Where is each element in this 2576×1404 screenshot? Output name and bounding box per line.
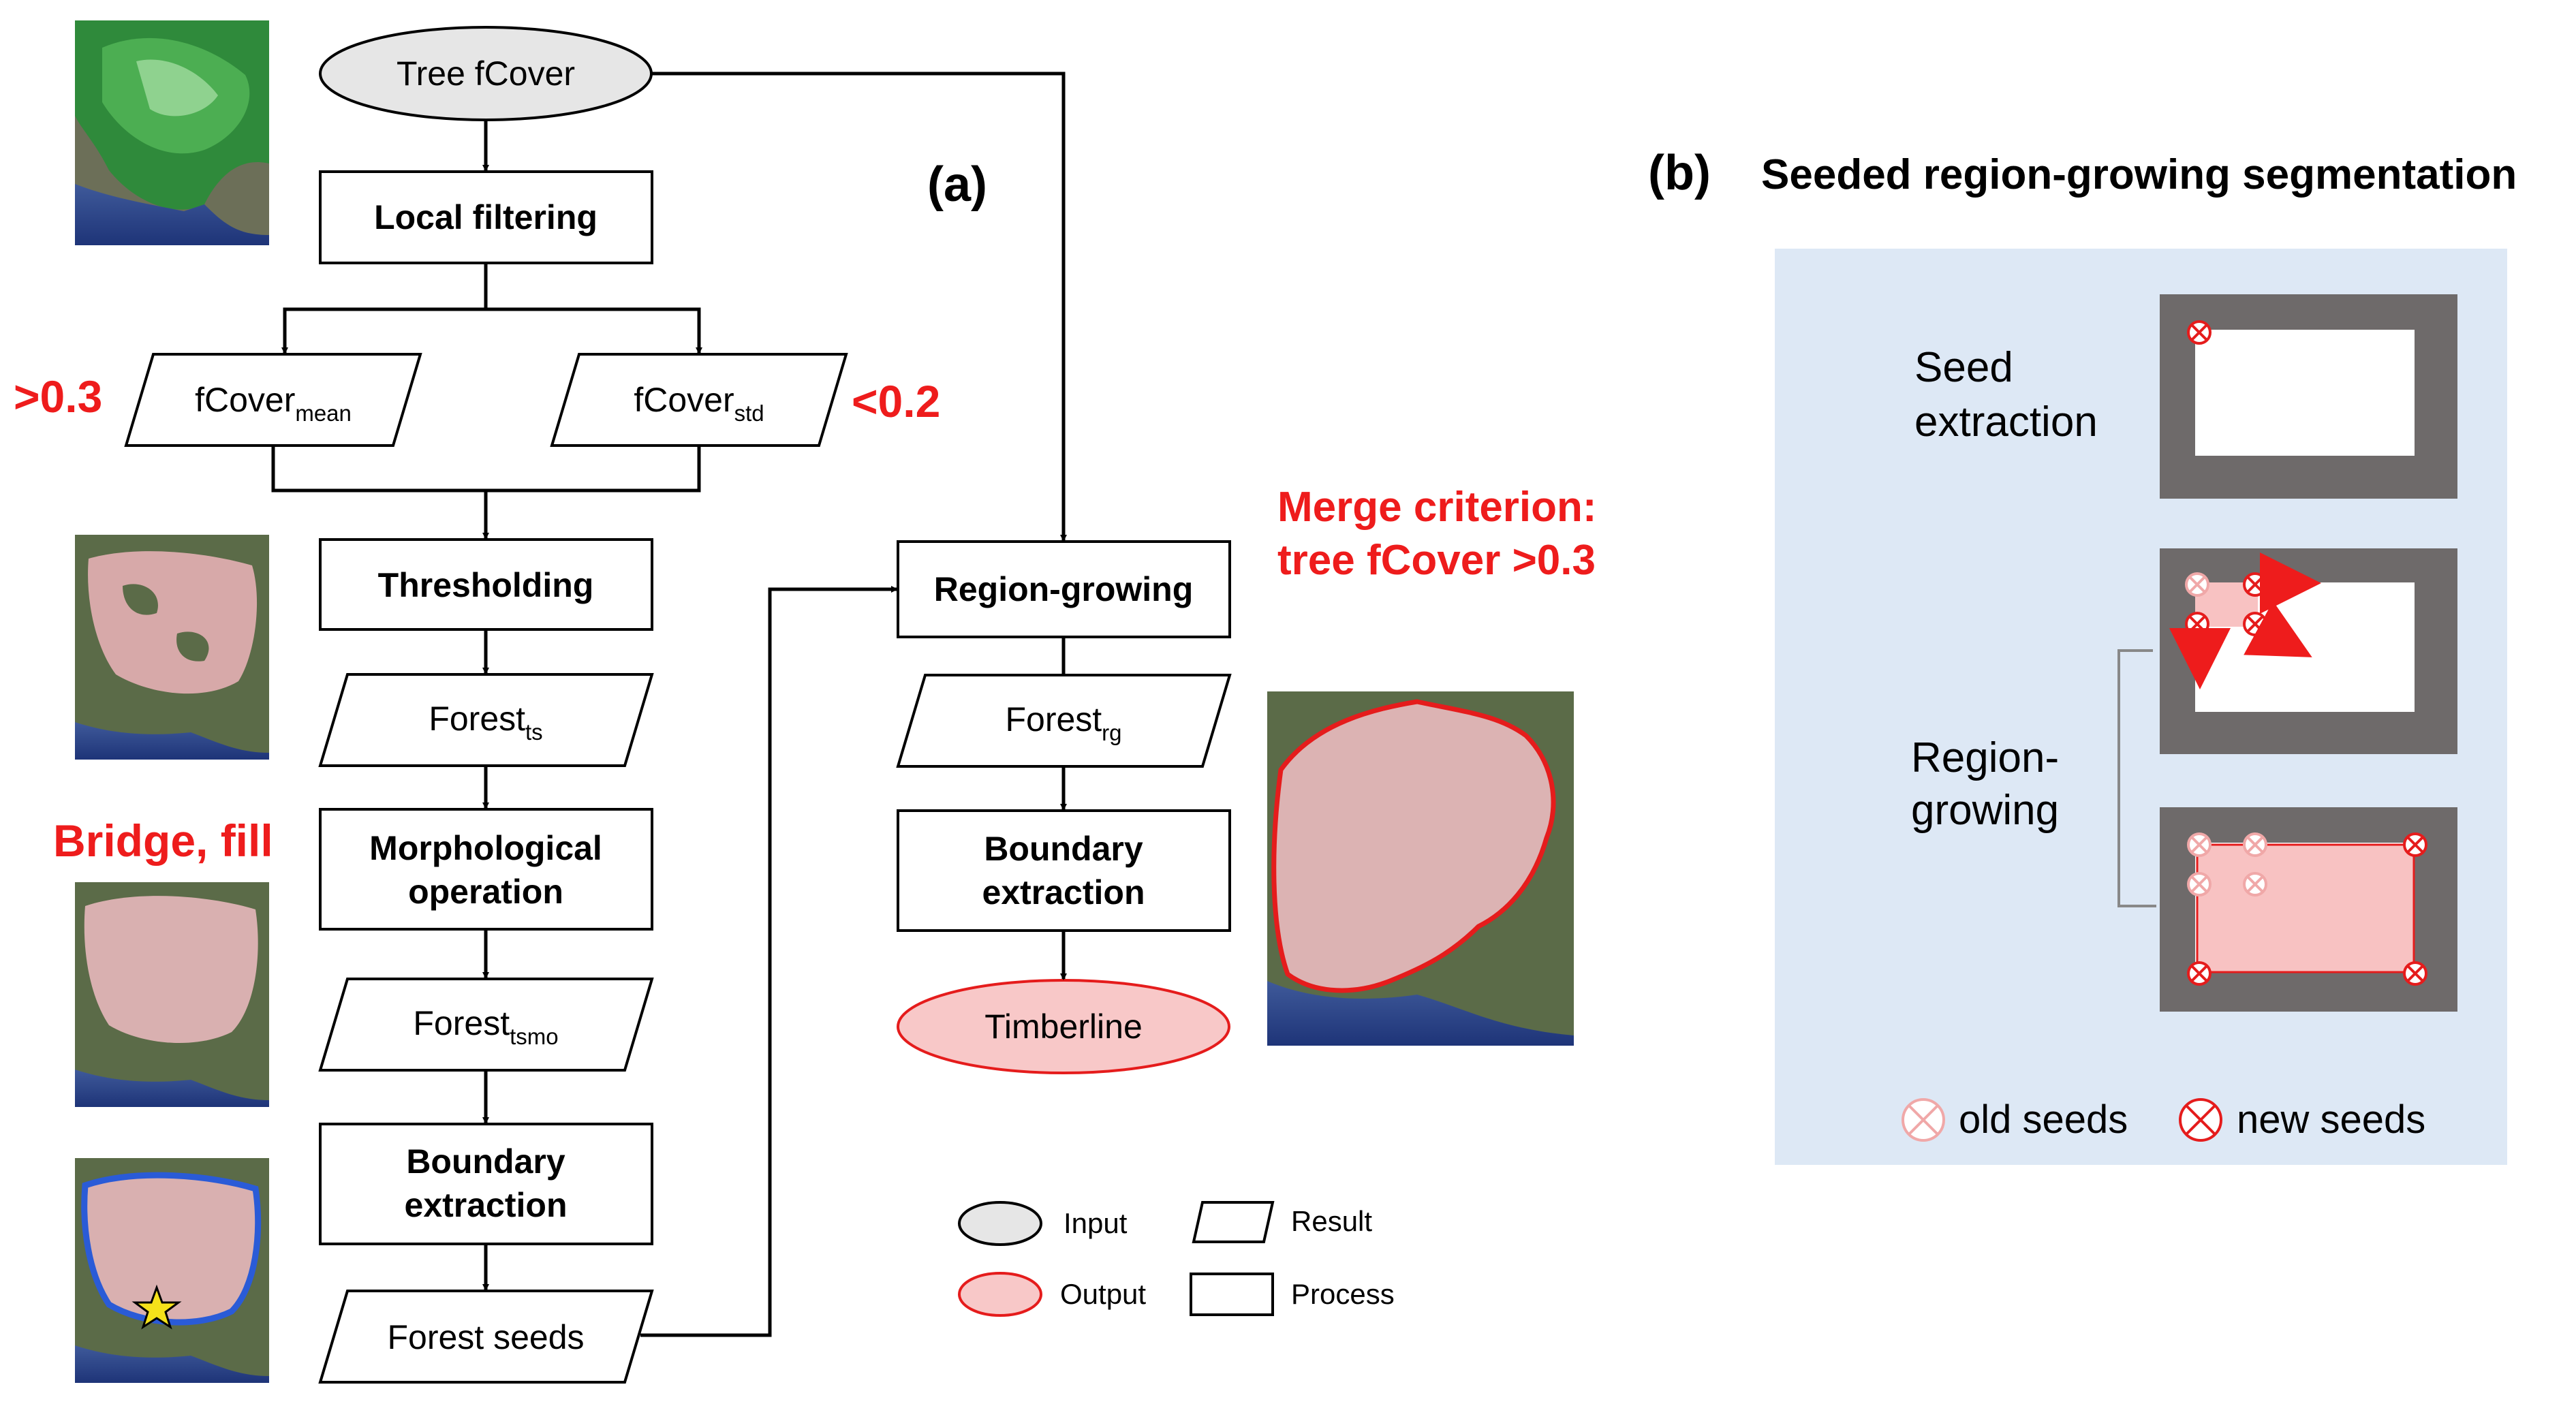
frame-region-growing-step (2160, 548, 2457, 754)
thumbnail-timberline (1267, 691, 1574, 1046)
new-seed-icon (2403, 832, 2427, 857)
node-forest-seeds-label: Forest seeds (387, 1318, 584, 1356)
node-morphological: Morphological operation (319, 808, 653, 931)
node-tree-fcover: Tree fCover (319, 26, 653, 121)
node-boundary-extraction-2: Boundary extraction (897, 809, 1231, 932)
node-boundary-extraction-2-label-2: extraction (982, 873, 1145, 911)
new-seed-icon (2243, 612, 2267, 636)
new-seed-icon (2187, 961, 2212, 986)
seed-extraction-label-1: Seed (1914, 344, 2013, 391)
node-fcover-std-label: fCoverstd (634, 381, 764, 426)
new-seed-icon (2185, 612, 2209, 636)
panel-b-label: (b) (1648, 146, 1711, 200)
new-seed-icon (2187, 320, 2212, 345)
merge-criterion-1: Merge criterion: (1277, 484, 1597, 531)
old-seed-icon (2243, 832, 2267, 857)
thumbnail-morphological (75, 882, 269, 1107)
node-boundary-extraction-1-label-1: Boundary (406, 1142, 565, 1181)
legend-input-swatch (958, 1201, 1042, 1246)
thumbnail-forest-seeds (75, 1158, 269, 1383)
node-fcover-mean-label: fCovermean (195, 381, 352, 426)
legend-input-label: Input (1064, 1207, 1128, 1239)
node-boundary-extraction-1: Boundary extraction (319, 1123, 653, 1245)
node-local-filtering-label: Local filtering (374, 198, 598, 236)
star-icon (131, 1284, 182, 1330)
new-seed-legend-icon (2179, 1098, 2222, 1142)
new-seed-icon (2403, 961, 2427, 986)
morph-note: Bridge, fill (53, 815, 273, 866)
merge-criterion-2: tree fCover >0.3 (1277, 537, 1596, 584)
node-thresholding-label: Thresholding (378, 566, 594, 604)
old-seed-icon (2187, 872, 2212, 896)
node-region-growing-label: Region-growing (934, 570, 1194, 608)
node-region-growing: Region-growing (897, 540, 1231, 638)
node-morphological-label-2: operation (408, 873, 563, 911)
thumbnail-tree-fcover (75, 20, 269, 245)
old-seed-legend-icon (1902, 1098, 1945, 1142)
threshold-std: <0.2 (852, 376, 940, 426)
panel-b-legend: old seeds new seeds (1902, 1097, 2425, 1142)
node-fcover-std: fCoverstd (550, 353, 848, 447)
threshold-mean: >0.3 (14, 371, 102, 422)
node-boundary-extraction-1-label-2: extraction (405, 1186, 568, 1224)
old-seed-icon (2185, 572, 2209, 597)
connectors (271, 72, 1067, 1337)
node-timberline: Timberline (897, 979, 1230, 1074)
legend-result-label: Result (1291, 1205, 1372, 1237)
legend-process-swatch (1190, 1273, 1274, 1316)
old-seed-icon (2243, 872, 2267, 896)
panel-b-title: Seeded region-growing segmentation (1761, 151, 2517, 198)
frame-seed-extraction (2160, 294, 2457, 499)
panel-a-label: (a) (927, 157, 987, 212)
node-forest-tsmo-label: Foresttsmo (413, 1004, 558, 1049)
old-seeds-label: old seeds (1959, 1097, 2128, 1142)
new-seed-icon (2243, 572, 2267, 597)
node-forest-ts-label: Forestts (429, 700, 542, 745)
bracket (2117, 649, 2156, 907)
node-morphological-label-1: Morphological (369, 829, 602, 867)
thumbnail-thresholding (75, 535, 269, 760)
node-forest-tsmo: Foresttsmo (318, 978, 654, 1072)
legend-output-label: Output (1060, 1278, 1146, 1310)
node-fcover-mean: fCovermean (124, 353, 422, 447)
region-growing-label-1: Region- (1911, 734, 2059, 781)
legend-process-label: Process (1291, 1278, 1395, 1310)
seed-extraction-label-2: extraction (1914, 399, 2098, 446)
node-boundary-extraction-2-label-1: Boundary (984, 830, 1143, 868)
node-tree-fcover-label: Tree fCover (397, 54, 575, 93)
node-local-filtering: Local filtering (319, 170, 653, 264)
legend-result-swatch (1192, 1201, 1275, 1243)
growth-arrow-icon (2244, 601, 2312, 657)
node-forest-ts: Forestts (318, 673, 654, 767)
node-forest-rg: Forestrg (896, 674, 1232, 768)
old-seed-icon (2187, 832, 2212, 857)
legend-output-swatch (958, 1272, 1042, 1317)
node-forest-seeds: Forest seeds (318, 1290, 654, 1384)
node-thresholding: Thresholding (319, 538, 653, 631)
frame-region-grown (2160, 807, 2457, 1012)
region-growing-label-2: growing (1911, 787, 2059, 834)
legend: Input Result Output Process (958, 1201, 1395, 1317)
node-forest-rg-label: Forestrg (1005, 700, 1121, 745)
new-seeds-label: new seeds (2237, 1097, 2425, 1142)
node-timberline-label: Timberline (984, 1008, 1143, 1046)
